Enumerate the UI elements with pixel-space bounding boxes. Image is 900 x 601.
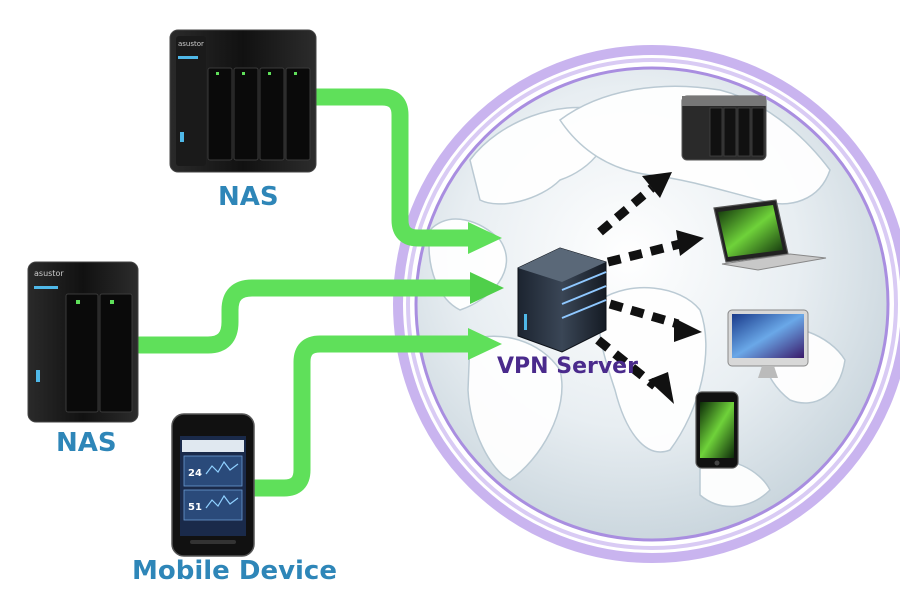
line-mobile	[243, 335, 479, 497]
arrow-nas-top	[468, 222, 502, 254]
globe	[393, 45, 900, 563]
mobile-phone-device: 24 51	[171, 413, 255, 557]
outgoing-arrows	[595, 184, 682, 390]
vpn-server-device	[517, 247, 607, 353]
smartphone-device	[695, 391, 739, 469]
remote-nas-device	[681, 95, 767, 161]
phone-value-1: 24	[188, 468, 202, 479]
nas-brand-top: asustor	[178, 40, 204, 48]
nas-2bay-device: asustor	[27, 261, 139, 423]
nas-left-label: NAS	[56, 428, 117, 458]
arrow-to-phone	[595, 336, 658, 390]
nas-4bay-device: asustor	[169, 29, 317, 173]
line-nas-top	[306, 88, 479, 247]
arrow-mobile	[468, 328, 502, 360]
mobile-device-label: Mobile Device	[132, 556, 337, 586]
arrow-to-nas	[597, 184, 655, 236]
arrow-nas-left	[470, 272, 504, 304]
arrow-to-laptop	[606, 239, 682, 267]
laptop-device	[713, 199, 827, 271]
vpn-server-label: VPN Server	[497, 354, 638, 379]
desktop-computer-device	[727, 309, 809, 378]
nas-brand-left: asustor	[34, 269, 64, 278]
arrow-to-imac	[608, 299, 680, 329]
line-nas-left	[131, 279, 481, 354]
connection-lines	[131, 88, 504, 497]
phone-value-2: 51	[188, 502, 202, 513]
nas-top-label: NAS	[218, 182, 279, 212]
